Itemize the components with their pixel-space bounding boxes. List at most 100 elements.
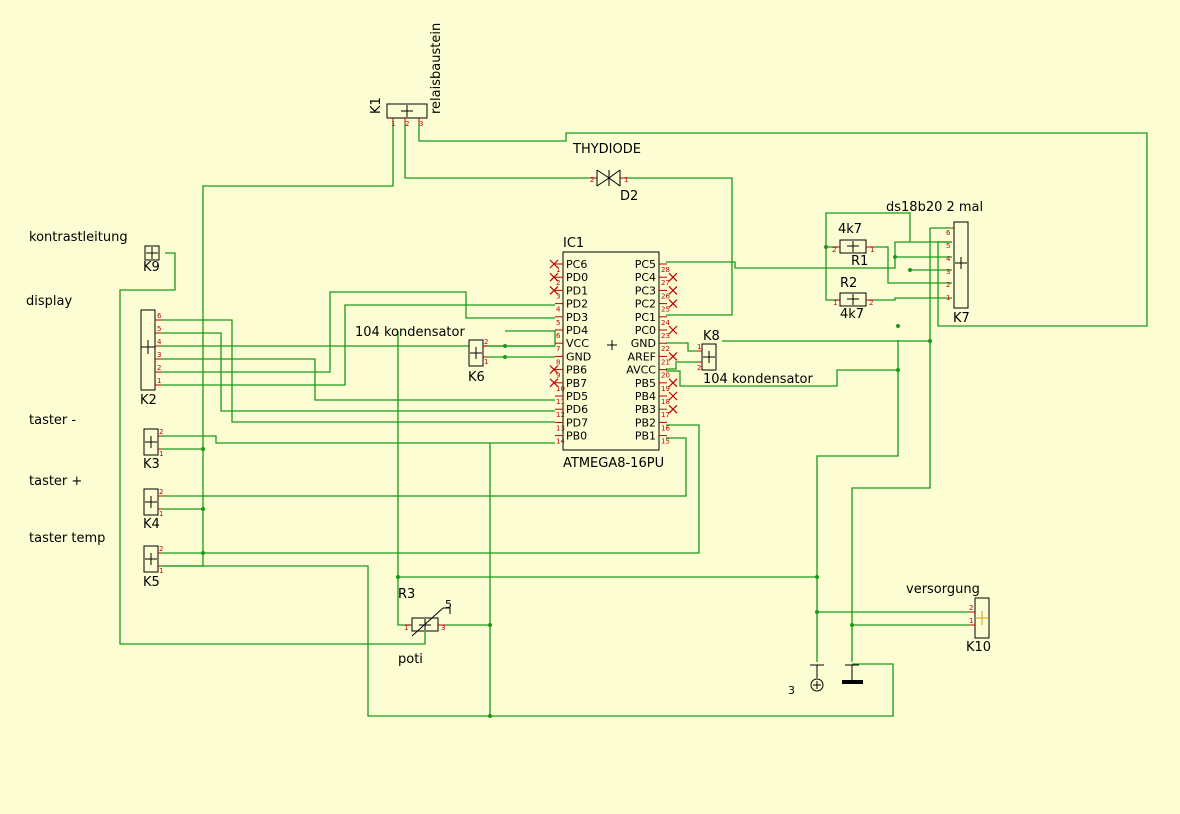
resistor-r2: 1 2 R2 4k7 [833,276,874,322]
k6-label: K6 [468,370,485,385]
r3-pin: 3 [441,624,445,632]
k7-pin: 5 [946,242,950,250]
k4-pin: 1 [159,510,163,518]
ic-pin-name: PD4 [566,324,588,337]
versorgung-label: versorgung [906,582,980,597]
thyristor-diode-d2: 2 1 THYDIODE D2 [572,142,641,204]
display-label: display [26,294,72,309]
r3-pin-5: 5 [445,598,452,611]
ic-pin-number: 11 [556,398,565,406]
ic-pin-name: PB4 [635,390,656,403]
not-connected-icon [549,259,559,269]
ic-pin-number: 27 [661,279,670,287]
ic-pin-number: 1 [556,266,560,274]
k7-pin: 2 [946,281,950,289]
ic-pin-number: 14 [556,438,565,446]
contrast-connector-k9: kontrastleitung K9 [29,230,160,275]
ic-pin-number: 23 [661,332,670,340]
k2-pins: 6 5 4 3 2 1 [155,312,162,386]
not-connected-icon [549,285,559,295]
k2-pin: 3 [157,351,161,359]
not-connected-icon [668,325,678,335]
k4-pin: 2 [159,488,163,496]
k3-label: K3 [143,457,160,472]
r2-pin: 1 [833,299,837,307]
d2-pin-2: 2 [590,176,594,184]
k2-pin: 4 [157,338,162,346]
k4-label: K4 [143,517,160,532]
not-connected-icon [549,272,559,282]
ic-pin-name: PD0 [566,271,588,284]
not-connected-icon [668,391,678,401]
k10-pin: 1 [969,617,973,625]
k2-pin: 5 [157,325,161,333]
ic-pin-number: 3 [556,292,560,300]
ic-pin-name: AREF [628,350,656,363]
ic-pin-number: 5 [556,319,560,327]
ic-pin-number: 28 [661,266,670,274]
k3-pin: 2 [159,428,163,436]
relaisbaustein-label: relaisbaustein [429,23,444,114]
ic-pin-name: PB0 [566,430,587,443]
ic-pin-name: PC5 [635,258,656,271]
poti-label: poti [398,652,423,667]
r3-pin: 1 [404,624,408,632]
ic-pin-number: 10 [556,385,565,393]
taster-plus-label: taster + [29,474,82,489]
display-connector-k2: display K2 6 5 4 3 2 1 [26,294,162,408]
d2-label: D2 [620,189,638,204]
r2-label: R2 [840,276,857,291]
k8-pin-2: 2 [697,364,701,372]
ic-pin-name: AVCC [626,364,656,377]
atmega-label: ATMEGA8-16PU [563,456,664,471]
ic-pin-name: PC2 [635,298,656,311]
ic-pin-number: 9 [556,372,560,380]
thydiode-label: THYDIODE [572,142,641,157]
r1-value: 4k7 [838,222,862,237]
ic-pin-name: PC0 [635,324,656,337]
supply-pin-3: 3 [788,684,795,697]
k5-pin: 1 [159,567,163,575]
ic-pin-number: 12 [556,411,565,419]
k6-pin-1: 1 [484,358,488,366]
k10-label: K10 [966,640,991,655]
ground-icon [842,680,863,684]
k2-label: K2 [140,393,157,408]
ic-pin-name: VCC [566,337,589,350]
ic-pin-number: 6 [556,332,561,340]
sensor-connector-k7: 6 5 4 3 2 1 ds18b20 2 mal K7 [886,200,983,326]
ic-pin-name: PC4 [635,271,656,284]
ic1-label: IC1 [563,236,584,251]
r1-label: R1 [851,254,868,269]
k1-pin-2: 2 [405,120,409,128]
button-connector-k4: 2 1 taster + K4 [29,474,163,532]
not-connected-icon [668,378,678,388]
k7-label: K7 [953,311,970,326]
ic-pin-number: 13 [556,424,565,432]
k9-label: K9 [143,260,160,275]
k7-pin: 1 [946,294,950,302]
not-connected-icon [668,351,678,361]
button-connector-k5: 2 1 taster temp K5 [29,531,163,590]
ic-pin-name: PB5 [635,377,656,390]
ic-pin-number: 24 [661,319,670,327]
k1-pin-3: 3 [419,120,423,128]
k2-pin: 1 [157,377,161,385]
ic-pin-name: PB1 [635,430,656,443]
supply-symbols: 3 [788,664,863,697]
k10-pin: 2 [969,604,973,612]
ic-pin-number: 8 [556,358,560,366]
k8-pin-1: 1 [697,343,701,351]
taster-minus-label: taster - [29,413,76,428]
ic-pin-number: 18 [661,398,670,406]
ic-pin-number: 25 [661,306,670,314]
ic-pin-name: PC3 [635,284,656,297]
k7-pin: 4 [946,255,951,263]
k5-pin: 2 [159,545,163,553]
button-connector-k3: 2 1 taster - K3 [29,413,163,472]
ic-pin-name: PD1 [566,284,588,297]
r1-pin: 1 [870,246,874,254]
ic-pin-number: 26 [661,292,670,300]
not-connected-icon [668,272,678,282]
ic-pin-name: PD6 [566,403,588,416]
